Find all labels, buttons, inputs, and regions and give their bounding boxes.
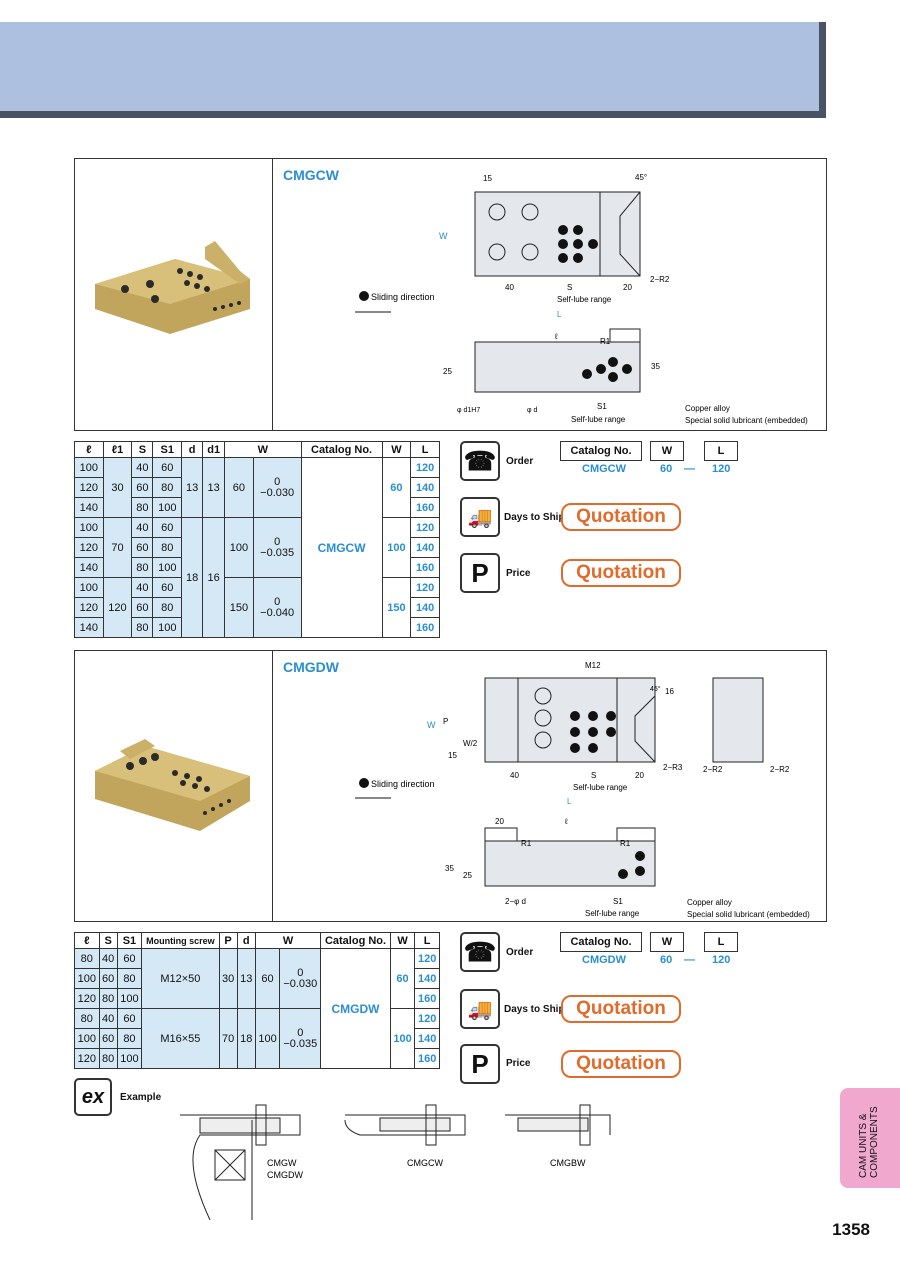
svg-text:45°: 45° (650, 685, 661, 693)
catalog-no-box-2: Catalog No. (560, 932, 642, 952)
svg-text:Self-lube range: Self-lube range (585, 909, 640, 918)
price-quotation[interactable]: Quotation (561, 559, 681, 587)
w-box-2: W (650, 932, 684, 952)
svg-text:φ d1H7: φ d1H7 (457, 407, 480, 414)
days-quotation-2[interactable]: Quotation (561, 995, 681, 1023)
svg-text:CMGW: CMGW (267, 1158, 297, 1168)
order-example-dash-2: — (684, 954, 695, 966)
svg-text:L: L (567, 797, 572, 806)
header-banner (0, 22, 826, 118)
svg-text:2−R2: 2−R2 (703, 765, 723, 774)
svg-text:Self-lube range: Self-lube range (557, 295, 612, 304)
svg-text:Self-lube range: Self-lube range (571, 415, 626, 424)
truck-icon: 🚚 (460, 497, 500, 537)
cmgcw-photo (75, 159, 273, 430)
svg-text:25: 25 (443, 367, 452, 376)
svg-text:35: 35 (651, 362, 660, 371)
svg-text:M12: M12 (585, 661, 601, 670)
svg-text:15: 15 (483, 174, 492, 183)
svg-text:CMGBW: CMGBW (550, 1158, 586, 1168)
svg-text:Self-lube range: Self-lube range (573, 783, 628, 792)
cmgcw-panel: CMGCW Sliding direction W 15 45° 40 S 20… (74, 158, 827, 431)
svg-text:20: 20 (623, 283, 632, 292)
svg-text:S: S (591, 771, 596, 780)
svg-text:2−R3: 2−R3 (663, 763, 683, 772)
svg-text:S1: S1 (613, 897, 623, 906)
svg-text:Special solid lubricant (embed: Special solid lubricant (embedded) (685, 416, 808, 425)
cmgdw-title: CMGDW (283, 659, 339, 675)
svg-text:CMGDW: CMGDW (267, 1170, 303, 1180)
svg-text:2−R2: 2−R2 (650, 275, 670, 284)
svg-text:Sliding direction: Sliding direction (371, 292, 435, 302)
svg-text:20: 20 (635, 771, 644, 780)
order-label: Order (506, 456, 534, 467)
price-p-icon-2: P (460, 1044, 500, 1084)
days-quotation[interactable]: Quotation (561, 503, 681, 531)
svg-text:20: 20 (495, 817, 504, 826)
order-label-2: Order (506, 947, 534, 958)
example-drawing: CMGW CMGDW CMGCW CMGBW (180, 1104, 611, 1220)
cmgcw-title: CMGCW (283, 167, 339, 183)
catalog-no-box: Catalog No. (560, 441, 642, 461)
svg-text:S: S (567, 283, 572, 292)
svg-text:P: P (443, 717, 448, 726)
svg-text:ℓ: ℓ (564, 817, 568, 826)
l-box: L (704, 441, 738, 461)
svg-text:40: 40 (510, 771, 519, 780)
l-box-2: L (704, 932, 738, 952)
svg-text:Special solid lubricant (embed: Special solid lubricant (embedded) (687, 910, 810, 919)
order-example-w: 60 (660, 463, 673, 475)
order-example-l-2: 120 (712, 954, 731, 966)
order-example-catalog: CMGCW (582, 463, 626, 475)
cmgcw-drawing: Sliding direction W 15 45° 40 S 20 Self-… (355, 173, 808, 425)
svg-text:ℓ: ℓ (554, 332, 558, 341)
w-box: W (650, 441, 684, 461)
order-example-w-2: 60 (660, 954, 673, 966)
svg-text:Sliding direction: Sliding direction (371, 779, 435, 789)
page-number: 1358 (832, 1220, 870, 1239)
price-quotation-2[interactable]: Quotation (561, 1050, 681, 1078)
svg-text:R1: R1 (600, 337, 611, 346)
price-label-2: Price (506, 1058, 531, 1069)
cmgdw-photo (75, 651, 273, 921)
svg-text:Copper alloy: Copper alloy (687, 898, 732, 907)
svg-text:W: W (439, 231, 448, 241)
svg-text:S1: S1 (597, 402, 607, 411)
svg-text:45°: 45° (635, 173, 647, 182)
svg-text:W/2: W/2 (463, 739, 478, 748)
example-icon: ex (74, 1078, 112, 1116)
cmgdw-drawing: Sliding direction M12 16 45° W P W/2 15 … (355, 661, 810, 919)
order-example-dash: — (684, 463, 695, 475)
days-label: Days to Ship (504, 512, 565, 523)
truck-icon-2: 🚚 (460, 989, 500, 1029)
price-label: Price (506, 568, 531, 579)
svg-text:35: 35 (445, 864, 454, 873)
svg-text:R1: R1 (620, 839, 631, 848)
svg-text:25: 25 (463, 871, 472, 880)
days-label-2: Days to Ship (504, 1004, 565, 1015)
svg-text:W: W (427, 720, 436, 730)
svg-text:CMGCW: CMGCW (407, 1158, 443, 1168)
svg-text:φ d: φ d (527, 407, 537, 414)
svg-text:2−φ d: 2−φ d (505, 897, 526, 906)
svg-text:L: L (557, 310, 562, 319)
svg-text:16: 16 (665, 687, 674, 696)
svg-text:R1: R1 (521, 839, 532, 848)
svg-text:40: 40 (505, 283, 514, 292)
order-example-l: 120 (712, 463, 731, 475)
svg-text:2−R2: 2−R2 (770, 765, 790, 774)
svg-text:15: 15 (448, 751, 457, 760)
price-p-icon: P (460, 553, 500, 593)
side-tab[interactable]: CAM UNITS & COMPONENTS (840, 1088, 900, 1188)
order-phone-icon-2: ☎ (460, 932, 500, 972)
cmgdw-panel: CMGDW Sliding direction M12 16 45° W P W… (74, 650, 827, 922)
order-example-catalog-2: CMGDW (582, 954, 626, 966)
order-phone-icon: ☎ (460, 441, 500, 481)
svg-text:Copper alloy: Copper alloy (685, 404, 730, 413)
example-label: Example (120, 1092, 162, 1103)
side-tab-label: CAM UNITS & COMPONENTS (858, 1106, 880, 1178)
